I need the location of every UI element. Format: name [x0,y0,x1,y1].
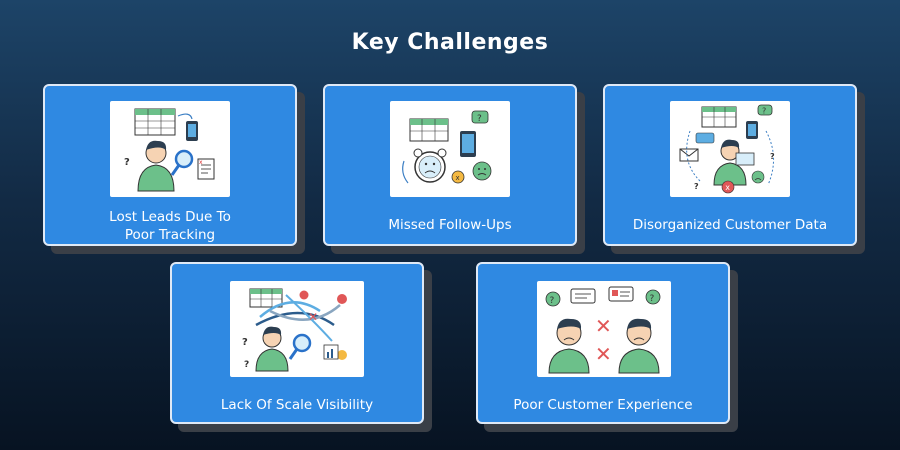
card-label: Lack Of Scale Visibility [220,397,374,413]
person-icon [255,326,289,372]
magnifier-icon [288,333,312,360]
card-label: Disorganized Customer Data [632,217,828,233]
card-label-line-1: Lost Leads Due To [109,209,231,225]
page-title: Key Challenges [351,30,549,55]
card-body: ? [603,84,857,246]
challenge-card-lack-of-visibility: ✕ ? ? [170,262,432,432]
poor-experience-illustration: ? ? [537,281,671,377]
chat-icon [570,288,596,304]
lack-of-visibility-illustration: ✕ ? ? [230,281,364,377]
challenge-card-poor-experience: ? ? [476,262,738,432]
spreadsheet-icon [134,108,176,136]
spreadsheet-icon [409,118,449,142]
svg-text:?: ? [244,360,249,370]
document-icon: x [197,158,215,180]
speech-bubble-icon: ? [757,104,773,116]
phone-icon [746,121,758,139]
magnifier-icon [170,149,194,176]
svg-text:✕: ✕ [308,310,318,324]
challenge-card-disorganized-data: ? [603,84,865,254]
svg-text:x: x [725,183,730,192]
svg-text:✕: ✕ [595,342,612,366]
card-label: Poor Customer Experience [513,397,693,413]
alarm-clock-icon [413,148,447,183]
card-label: Lost Leads Due To Poor Tracking [51,208,289,244]
card-body: ? [323,84,577,246]
card-label: Missed Follow-Ups [388,217,512,233]
spreadsheet-icon [249,288,283,308]
missed-follow-ups-illustration: ? [390,101,510,197]
card-body: ? ? [476,262,730,424]
svg-text:x: x [199,159,203,166]
svg-text:?: ? [550,296,555,306]
svg-text:?: ? [124,157,130,168]
svg-text:?: ? [242,337,248,348]
person-icon [137,140,175,192]
svg-text:?: ? [762,107,766,116]
phone-icon [186,121,198,141]
sad-face-icon [472,161,492,181]
sad-face-icon [751,170,765,184]
person-icon [713,139,747,186]
svg-text:?: ? [477,114,482,124]
svg-text:x: x [456,174,460,182]
phone-icon [460,131,476,157]
svg-text:?: ? [770,152,775,161]
speech-bubble-icon: ? [645,289,661,305]
card-body: x ? Lost Leads Due To Poor Tracking [43,84,297,246]
svg-text:?: ? [694,182,699,191]
tangled-arrows-icon [255,294,341,342]
svg-text:?: ? [650,294,655,304]
speech-bubble-icon: ? [545,291,561,307]
bar-chart-icon [323,344,339,360]
sad-person-icon [618,318,660,374]
svg-text:✕: ✕ [595,314,612,338]
sad-person-icon [548,318,590,374]
disorganized-data-illustration: ? [670,101,790,197]
speech-bubble-icon: ? [471,110,489,124]
challenge-card-missed-follow-ups: ? [323,84,585,254]
challenge-card-lost-leads: x ? Lost Leads Due To Poor Tracking [43,84,305,254]
error-icon: x [721,180,735,194]
email-icon [679,148,699,162]
warning-icon: x [451,170,465,184]
chat-icon [695,132,715,144]
card-body: ✕ ? ? [170,262,424,424]
spreadsheet-icon [701,106,737,128]
laptop-icon [735,152,755,166]
chat-icon [608,286,634,302]
lost-leads-illustration: x ? [110,101,230,197]
card-label-line-2: Poor Tracking [124,227,216,243]
